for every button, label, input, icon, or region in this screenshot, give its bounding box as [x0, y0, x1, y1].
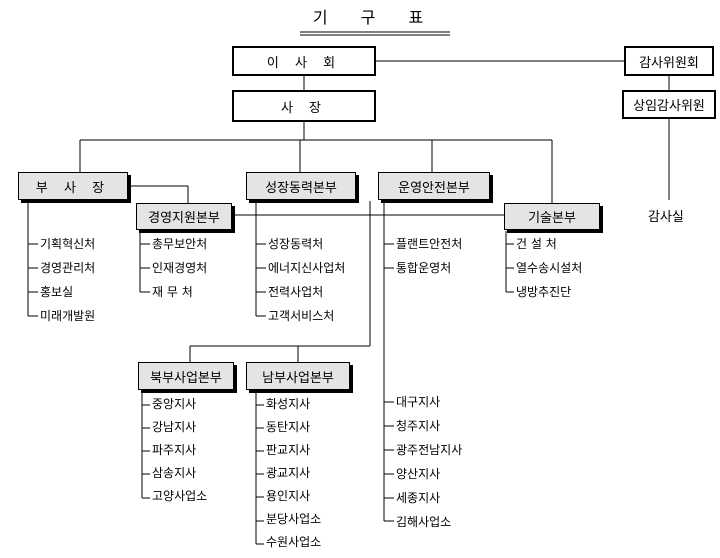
- tech-unit-list: 건 설 처 열수송시설처 냉방추진단: [516, 232, 582, 304]
- vice-president-unit-list: 기획혁신처 경영관리처 홍보실 미래개발원: [40, 232, 95, 328]
- board-box: 이 사 회: [232, 46, 376, 76]
- list-item: 청주지사: [396, 419, 441, 433]
- list-item: 열수송시설처: [516, 261, 583, 275]
- list-item: 총무보안처: [152, 237, 208, 251]
- tech-hq-box: 기술본부: [504, 203, 600, 230]
- audit-office-label: 감사실: [648, 210, 684, 225]
- growth-hq-box: 성장동력본부: [246, 172, 356, 200]
- list-item: 세종지사: [396, 491, 441, 505]
- list-item: 전력사업처: [268, 285, 324, 299]
- list-item: 건 설 처: [516, 237, 557, 251]
- operation-branch-list: 대구지사 청주지사 광주전남지사 양산지사 세종지사 김해사업소: [396, 390, 462, 534]
- management-hq-box: 경영지원본부: [136, 203, 232, 230]
- list-item: 화성지사: [266, 397, 311, 411]
- list-item: 분당사업소: [266, 512, 322, 526]
- list-item: 홍보실: [40, 285, 74, 299]
- list-item: 플랜트안전처: [396, 237, 463, 251]
- list-item: 기획혁신처: [40, 237, 96, 251]
- list-item: 파주지사: [152, 443, 197, 457]
- north-unit-list: 중앙지사 강남지사 파주지사 삼송지사 고양사업소: [152, 393, 207, 508]
- operation-hq-box: 운영안전본부: [378, 172, 490, 200]
- list-item: 고객서비스처: [268, 309, 335, 323]
- south-hq-box: 남부사업본부: [246, 362, 350, 390]
- list-item: 광주전남지사: [396, 443, 463, 457]
- vice-president-box: 부 사 장: [18, 172, 128, 200]
- list-item: 성장동력처: [268, 237, 324, 251]
- list-item: 통합운영처: [396, 261, 452, 275]
- list-item: 에너지신사업처: [268, 261, 346, 275]
- list-item: 양산지사: [396, 467, 441, 481]
- list-item: 냉방추진단: [516, 285, 572, 299]
- operation-unit-list: 플랜트안전처 통합운영처: [396, 232, 462, 280]
- list-item: 동탄지사: [266, 420, 311, 434]
- north-hq-box: 북부사업본부: [138, 362, 234, 390]
- chart-title: 기 구 표: [312, 8, 438, 27]
- south-unit-list: 화성지사 동탄지사 판교지사 광교지사 용인지사 분당사업소 수원사업소: [266, 393, 321, 554]
- list-item: 삼송지사: [152, 466, 197, 480]
- management-unit-list: 총무보안처 인재경영처 재 무 처: [152, 232, 207, 304]
- list-item: 재 무 처: [152, 285, 193, 299]
- list-item: 수원사업소: [266, 535, 322, 549]
- list-item: 고양사업소: [152, 489, 208, 503]
- president-box: 사 장: [232, 90, 376, 122]
- list-item: 판교지사: [266, 443, 311, 457]
- list-item: 용인지사: [266, 489, 311, 503]
- list-item: 경영관리처: [40, 261, 96, 275]
- standing-auditor-box: 상임감사위원: [622, 90, 716, 119]
- list-item: 대구지사: [396, 395, 441, 409]
- list-item: 중앙지사: [152, 397, 197, 411]
- list-item: 미래개발원: [40, 309, 96, 323]
- list-item: 김해사업소: [396, 515, 452, 529]
- list-item: 인재경영처: [152, 261, 208, 275]
- growth-unit-list: 성장동력처 에너지신사업처 전력사업처 고객서비스처: [268, 232, 345, 328]
- list-item: 강남지사: [152, 420, 197, 434]
- audit-committee-box: 감사위원회: [624, 46, 714, 76]
- list-item: 광교지사: [266, 466, 311, 480]
